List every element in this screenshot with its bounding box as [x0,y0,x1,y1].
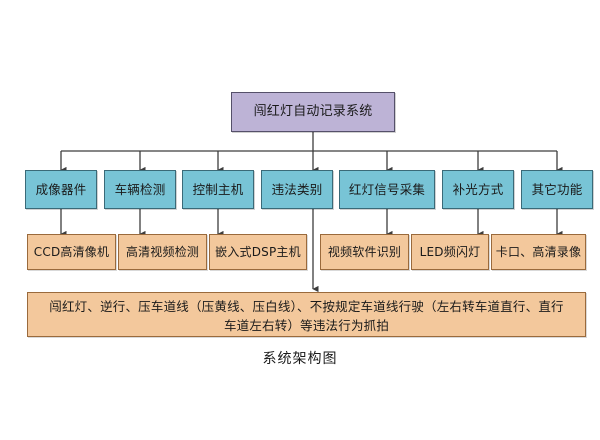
implementation-node-led-strobe-light[interactable]: LED频闪灯 [411,234,489,270]
category-node-label: 车辆检测 [114,181,166,197]
implementation-node-label: 卡口、高清录像 [495,244,582,259]
implementation-node-ccd-hd-camera[interactable]: CCD高清像机 [27,234,116,270]
category-node-red-light-signal-capture[interactable]: 红灯信号采集 [339,170,435,209]
category-node-control-host[interactable]: 控制主机 [182,170,254,209]
implementation-node-checkpoint-hd-recording[interactable]: 卡口、高清录像 [491,234,586,270]
implementation-node-label: 高清视频检测 [125,244,200,259]
diagram-caption: 系统架构图 [262,351,338,367]
category-node-other-functions[interactable]: 其它功能 [521,170,593,209]
implementation-node-label: LED频闪灯 [419,244,481,259]
category-node-label: 控制主机 [192,181,244,197]
implementation-node-video-software-recognition[interactable]: 视频软件识别 [320,234,409,270]
implementation-node-label: 嵌入式DSP主机 [215,244,301,259]
root-node-system[interactable]: 闯红灯自动记录系统 [231,92,395,132]
category-node-vehicle-detection[interactable]: 车辆检测 [104,170,176,209]
category-node-fill-light-method[interactable]: 补光方式 [442,170,514,209]
implementation-node-hd-video-detection[interactable]: 高清视频检测 [118,234,207,270]
category-node-label: 违法类别 [271,181,323,197]
violation-detail-line-1: 闯红灯、逆行、压车道线（压黄线、压白线）、不按规定车道线行驶（左右转车道直行、直… [49,299,564,314]
category-node-label: 成像器件 [35,181,87,197]
implementation-node-label: 视频软件识别 [327,244,402,259]
root-node-label: 闯红灯自动记录系统 [253,103,373,119]
implementation-node-embedded-dsp-host[interactable]: 嵌入式DSP主机 [209,234,307,270]
category-node-imaging-device[interactable]: 成像器件 [25,170,97,209]
category-node-label: 其它功能 [531,181,583,197]
category-node-violation-type[interactable]: 违法类别 [261,170,333,209]
category-node-label: 补光方式 [452,181,504,197]
category-node-label: 红灯信号采集 [348,181,426,197]
violation-detail-node[interactable]: 闯红灯、逆行、压车道线（压黄线、压白线）、不按规定车道线行驶（左右转车道直行、直… [27,292,586,337]
implementation-node-label: CCD高清像机 [33,244,110,259]
violation-detail-line-2: 车道左右转）等违法行为抓拍 [223,318,390,334]
